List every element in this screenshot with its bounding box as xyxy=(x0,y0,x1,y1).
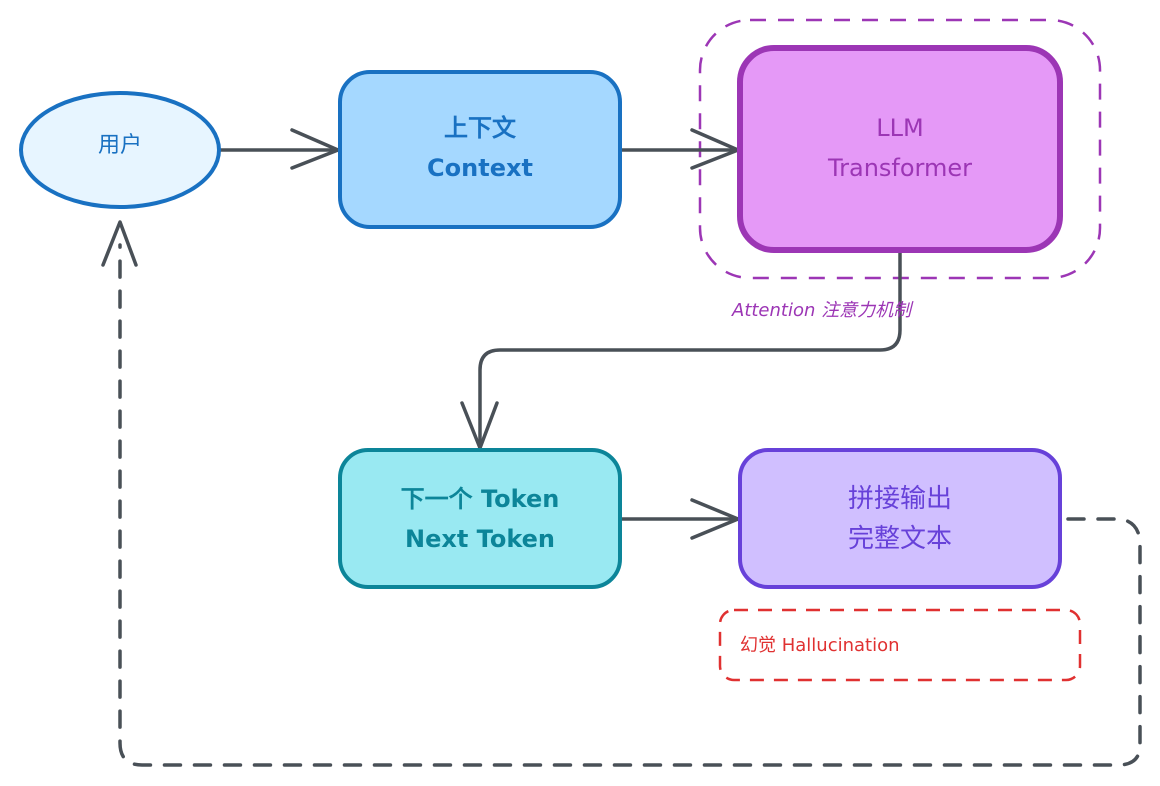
next-token-text-en: Next Token xyxy=(404,525,556,553)
node-llm-label: LLM Transformer xyxy=(740,108,1060,188)
node-concat-output[interactable] xyxy=(738,448,1062,589)
node-concat-output-label: 拼接输出 完整文本 xyxy=(740,479,1060,559)
node-llm[interactable] xyxy=(737,45,1063,253)
concat-text-line2: 完整文本 xyxy=(847,524,952,554)
context-text-zh: 上下文 xyxy=(444,114,516,142)
concat-text-line1: 拼接输出 xyxy=(847,484,952,514)
hallucination-annotation: 幻觉 Hallucination xyxy=(740,635,900,656)
node-context-label: 上下文 Context xyxy=(340,108,620,188)
arrowhead-user xyxy=(101,220,138,267)
edge-llm-to-next-token xyxy=(478,248,902,450)
node-next-token-label: 下一个 Token Next Token xyxy=(340,479,620,559)
context-text-en: Context xyxy=(427,154,533,182)
hallucination-boundary xyxy=(718,608,1082,682)
node-user-label: 用户 xyxy=(20,126,220,166)
edge-concat-to-user-dashed xyxy=(118,243,1142,767)
attention-annotation: Attention 注意力机制 xyxy=(732,300,912,321)
node-context[interactable] xyxy=(338,70,622,229)
transformer-text: Transformer xyxy=(827,154,972,182)
node-user[interactable] xyxy=(19,91,221,209)
node-next-token[interactable] xyxy=(338,448,622,589)
llm-text: LLM xyxy=(876,114,924,142)
next-token-text-zh: 下一个 Token xyxy=(400,485,560,513)
user-text: 用户 xyxy=(97,133,142,158)
